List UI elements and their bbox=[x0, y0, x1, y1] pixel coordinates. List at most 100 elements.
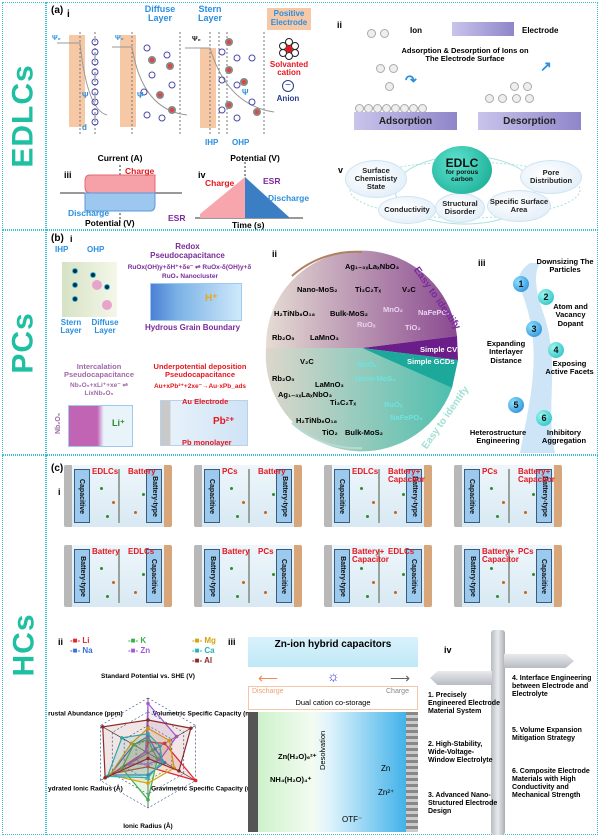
panel-a-v-roman: v bbox=[338, 165, 344, 175]
b-stern-layer: Stern Layer bbox=[60, 318, 82, 335]
ion-dot bbox=[264, 511, 267, 514]
stern-layer-label: Stern Layer bbox=[197, 4, 223, 23]
li-plus-label: Li⁺ bbox=[112, 418, 125, 428]
ion-dot bbox=[372, 581, 375, 584]
discharge-triangle bbox=[245, 177, 290, 218]
zn-anode bbox=[406, 712, 418, 832]
wheel-top-material-0: Ag₁₋₃ₓLaₓNbO₃ bbox=[345, 262, 400, 271]
ion-dot bbox=[100, 567, 103, 570]
cell-right-type: Battery+ Capacitor bbox=[518, 467, 555, 484]
radar-point-k bbox=[150, 748, 155, 753]
left-electrode-label: Battery-type bbox=[208, 555, 216, 597]
ion-dot bbox=[496, 595, 499, 598]
electrode-2 bbox=[120, 35, 136, 127]
legend-marker-icon: -■- bbox=[128, 636, 141, 645]
left-electrode-label: Capacitive bbox=[468, 478, 476, 514]
panel-c-iii-roman: iii bbox=[228, 637, 236, 647]
legend-label: Li bbox=[82, 636, 90, 645]
electrode-legend-label: Electrode bbox=[522, 26, 559, 35]
ruo2-illustration bbox=[150, 283, 242, 321]
step-4-label: Exposing Active Facets bbox=[545, 359, 594, 377]
wheel-top-material-8: RuOₓ bbox=[357, 320, 376, 329]
intercalation-equation: Nb₂O₅+xLi⁺+xe⁻ ⇌ LixNb₂O₅ bbox=[70, 382, 128, 397]
desorption-bar: Desorption bbox=[478, 112, 581, 130]
left-electrode-label: Battery-type bbox=[468, 555, 476, 597]
cell-right-type: PCs bbox=[518, 547, 534, 556]
ion-dot bbox=[112, 581, 115, 584]
section-label-pc: PCs bbox=[2, 230, 46, 455]
wheel-bottom-material-8: H₂TiNb₆O₁₈ bbox=[296, 416, 338, 425]
ion-dot bbox=[236, 515, 239, 518]
right-electrode: Battery-type bbox=[276, 469, 292, 523]
co-storage-box bbox=[248, 686, 418, 710]
strategy-4: 4. Interface Engineering between Electro… bbox=[512, 675, 592, 699]
legend-label: Na bbox=[82, 646, 93, 655]
ion-dot bbox=[490, 567, 493, 570]
ruo2-nanocluster-label: RuO₂ Nanocluster bbox=[162, 273, 218, 280]
separator bbox=[248, 469, 250, 523]
cv-x-axis-label: Potential (V) bbox=[85, 218, 135, 228]
gcd-plot bbox=[195, 162, 303, 219]
legend-anion: Anion bbox=[276, 94, 300, 103]
dual-cation-label: Dual cation co-storage bbox=[295, 698, 371, 707]
legend-label: Zn bbox=[140, 646, 151, 655]
cell-left-type: Battery+ Capacitor bbox=[352, 547, 389, 564]
redox-title: Redox Pseudocapacitance bbox=[150, 242, 225, 260]
lightbulb-icon: ☼ bbox=[327, 668, 340, 684]
panel-b-iii-roman: iii bbox=[478, 258, 486, 268]
ion-dot bbox=[532, 493, 535, 496]
radar-point-mg bbox=[129, 741, 134, 746]
factor-pore-distribution: Pore Distribution bbox=[520, 160, 582, 194]
anion-icon: − bbox=[282, 80, 294, 92]
radar-axis-label: Volumetric Specific Capacity (mAh g⁻¹) bbox=[153, 711, 248, 718]
wheel-bottom-material-10: TiO₂ bbox=[322, 428, 338, 437]
cell-right-type: Battery bbox=[258, 467, 286, 476]
simple-gcds-wedge bbox=[362, 348, 458, 388]
legend-marker-icon: -■- bbox=[192, 656, 205, 665]
panel-c-frame bbox=[46, 455, 598, 835]
wheel-top-material-6: MnO₂ bbox=[383, 305, 403, 314]
radar-chart: Standard Potential vs. SHE (V)Volumetric… bbox=[48, 673, 248, 830]
cell-left-type: PCs bbox=[482, 467, 498, 476]
cell-right-type: EDLCs bbox=[128, 547, 155, 556]
cell-left-type: Battery bbox=[222, 547, 250, 556]
ion-dot bbox=[236, 595, 239, 598]
panel-b-frame bbox=[46, 230, 598, 455]
radar-point-mg bbox=[167, 738, 172, 743]
hc-label: HCs bbox=[7, 613, 41, 677]
left-electrode: Capacitive bbox=[334, 469, 350, 523]
factor-structural-disorder: Structural Disorder bbox=[435, 193, 485, 223]
wheel-top-material-5: Bulk-MoS₂ bbox=[330, 309, 368, 318]
nb2o5-label: Nb₂O₅ bbox=[55, 412, 63, 435]
left-electrode: Battery-type bbox=[74, 549, 90, 603]
radar-axis-label: Crustal Abundance (ppm) bbox=[48, 711, 123, 718]
legend-entry-al: -■- Al bbox=[192, 656, 212, 665]
ion-dot bbox=[394, 511, 397, 514]
panel-a-iii-roman: iii bbox=[64, 170, 72, 180]
psi0-2: Ψ₀ bbox=[115, 35, 124, 42]
panel-a-letter: (a) bbox=[51, 5, 64, 16]
road-graphic bbox=[518, 263, 555, 453]
left-electrode-label: Battery-type bbox=[78, 555, 86, 597]
ion-legend-icon bbox=[367, 25, 390, 43]
radar-point-ca bbox=[160, 759, 165, 764]
panel-c-ii-roman: ii bbox=[58, 637, 64, 647]
right-electrode-label: Capacitive bbox=[150, 558, 158, 594]
radar-point-k bbox=[146, 737, 150, 742]
factor-conductivity: Conductivity bbox=[378, 196, 436, 224]
upd-title: Underpotential deposition Pseudocapacita… bbox=[153, 362, 247, 380]
radar-point-al bbox=[146, 756, 150, 761]
pb2-label: Pb²⁺ bbox=[213, 416, 235, 427]
zn-ion-title: Zn-ion hybrid capacitors bbox=[248, 637, 418, 667]
charge-region bbox=[84, 174, 156, 194]
right-electrode: Capacitive bbox=[146, 549, 162, 603]
zn-h2o-label: Zn(H₂O)₆²⁺ bbox=[278, 752, 317, 761]
left-electrode-label: Battery-type bbox=[338, 555, 346, 597]
top-arrow bbox=[291, 250, 363, 277]
ion-dot bbox=[106, 595, 109, 598]
b-ohp-label: OHP bbox=[87, 245, 105, 254]
radar-point-ca bbox=[158, 744, 162, 748]
ion-dot bbox=[524, 511, 527, 514]
